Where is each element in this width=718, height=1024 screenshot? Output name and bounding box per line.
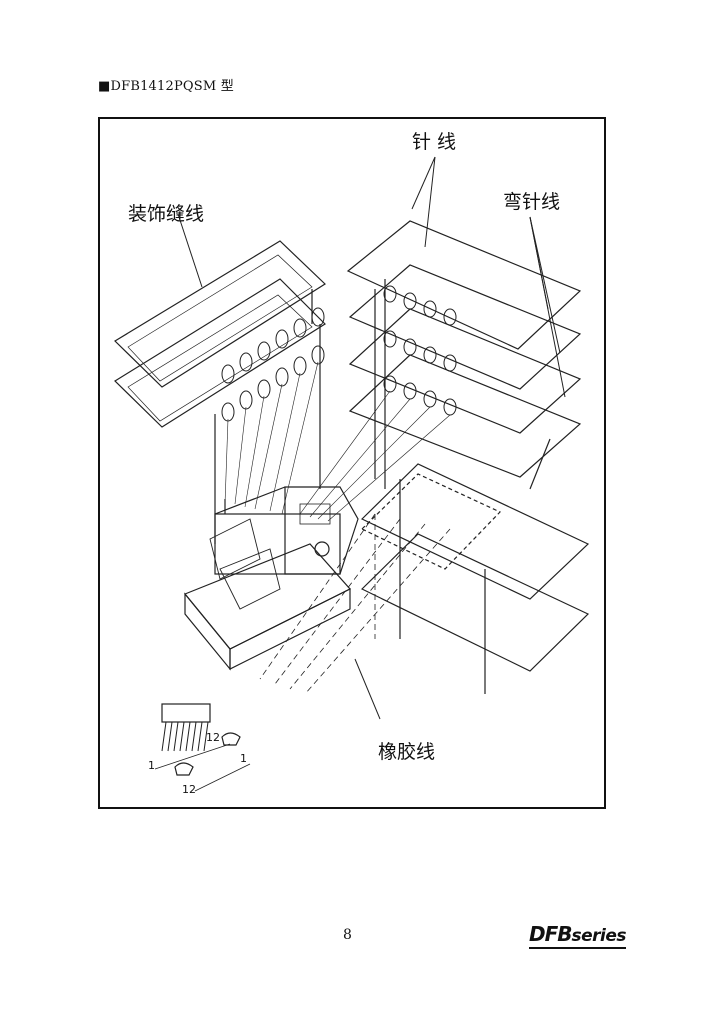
threading-diagram-frame: 针 线 弯针线 装饰缝线 橡胶线 12 1 1 12 (98, 117, 606, 809)
elastic-thread-label: 橡胶线 (378, 741, 436, 763)
brand-suffix: series (571, 926, 627, 946)
callout-leaders (177, 156, 566, 720)
threading-diagram (114, 156, 590, 792)
guide-number-12-bottom: 12 (182, 783, 196, 796)
needle-thread-label: 针 线 (412, 131, 457, 153)
decorative-thread-label: 装饰缝线 (128, 203, 205, 225)
page-header-model: ■DFB1412PQSM 型 (98, 79, 234, 94)
elastic-thread-paths (259, 513, 451, 695)
guide-number-1-left: 1 (148, 759, 155, 772)
sewing-machine (184, 486, 359, 671)
guide-number-1-right: 1 (240, 752, 247, 765)
right-thread-stand (346, 220, 582, 490)
thread-guide-detail (154, 703, 251, 792)
thread-paths (224, 361, 451, 522)
looper-thread-label: 弯针线 (503, 191, 561, 213)
guide-number-12-top: 12 (206, 731, 220, 744)
brand-logo: DFBseries (529, 922, 627, 949)
left-thread-stand (114, 240, 326, 544)
page-number: 8 (343, 927, 352, 943)
brand-main: DFB (529, 922, 573, 946)
elastic-thread-stand (360, 463, 590, 694)
